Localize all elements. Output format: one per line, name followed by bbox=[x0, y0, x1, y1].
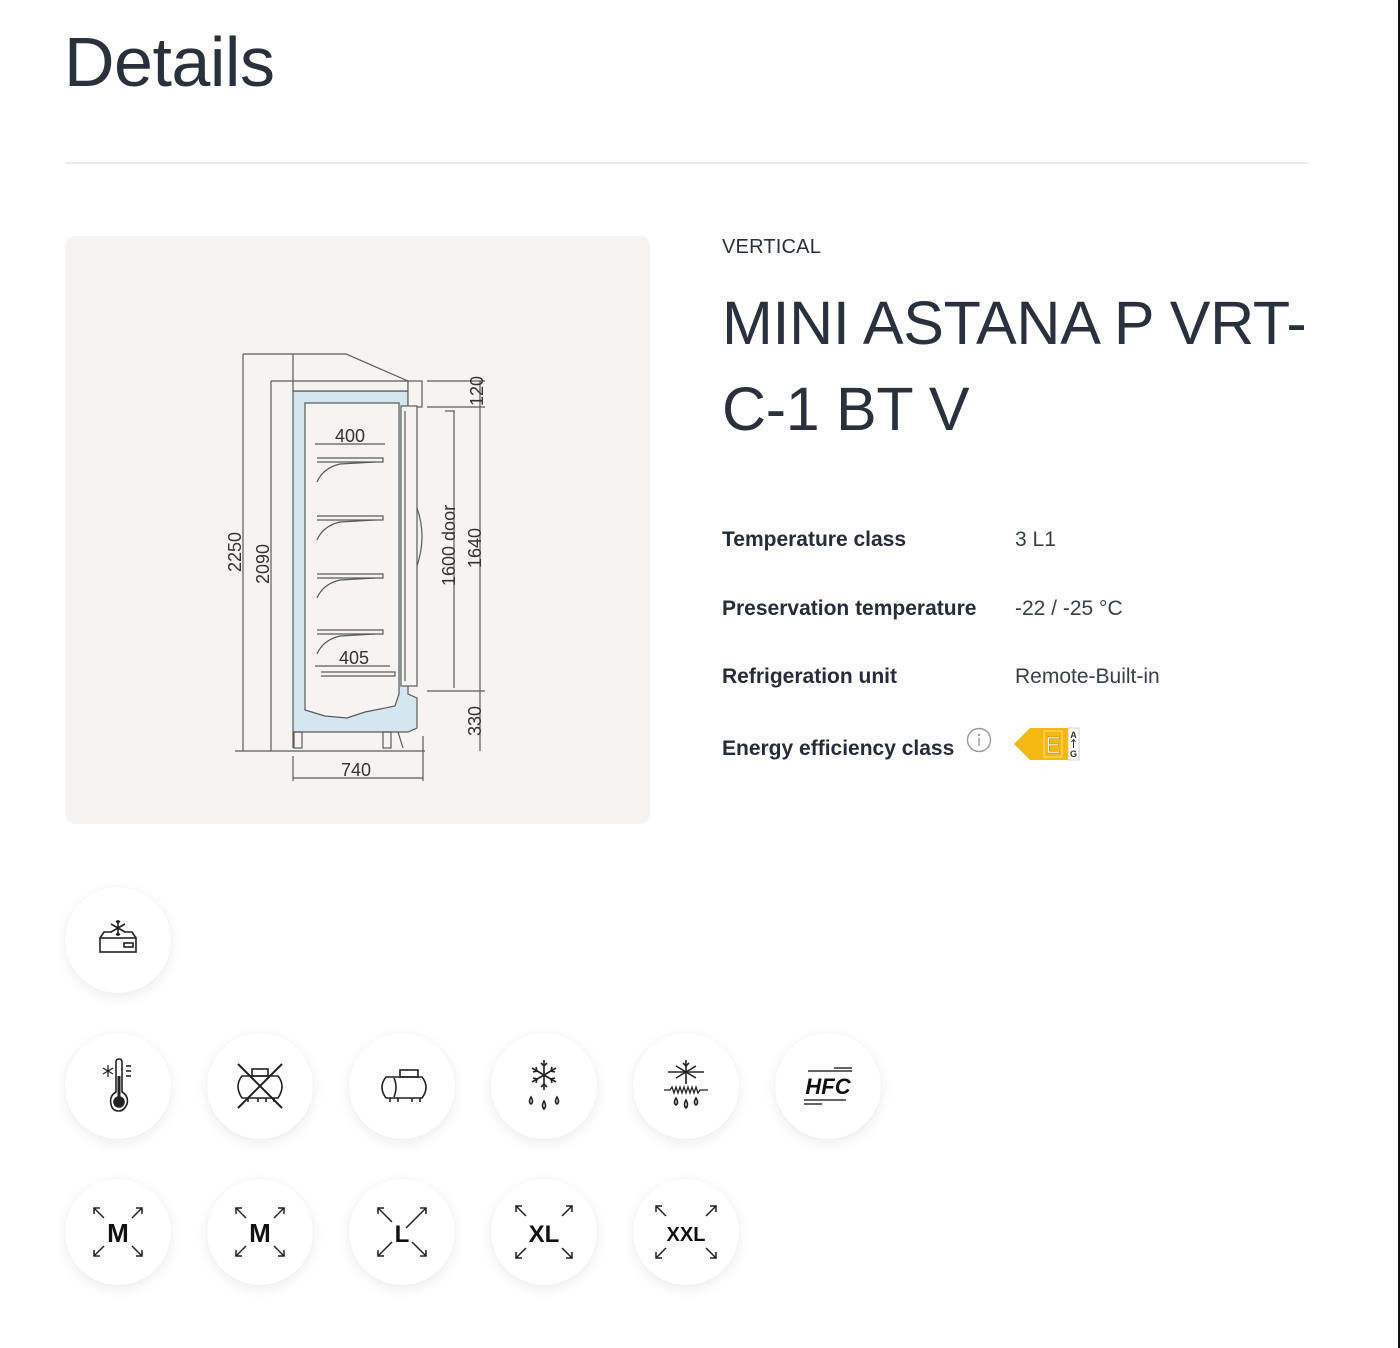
feature-tank[interactable] bbox=[349, 1033, 455, 1139]
tank-icon bbox=[381, 1069, 427, 1102]
spec-row-energy-efficiency: Energy efficiency class E A G bbox=[722, 727, 1322, 777]
plug-in-freezer-unit-icon bbox=[99, 920, 137, 953]
product-category: VERTICAL bbox=[722, 236, 822, 258]
size-label: M bbox=[249, 1218, 271, 1248]
dim-1600-door: 1600 door bbox=[439, 505, 459, 586]
dim-2250: 2250 bbox=[225, 532, 245, 572]
spec-label: Energy efficiency class bbox=[722, 737, 955, 760]
no-remote-tank-icon bbox=[237, 1063, 283, 1109]
cabinet-section-drawing: 400 405 740 2250 2090 120 1600 door 1640… bbox=[225, 353, 487, 781]
size-label: M bbox=[107, 1218, 129, 1248]
defrost-drip-icon bbox=[528, 1060, 560, 1111]
window-edge bbox=[1398, 0, 1400, 1348]
dim-740: 740 bbox=[341, 760, 371, 780]
feature-plug-in-freezer-unit[interactable] bbox=[65, 887, 171, 993]
dim-400: 400 bbox=[335, 426, 365, 446]
feature-size-m[interactable]: M bbox=[65, 1179, 171, 1285]
energy-class-letter: E bbox=[1045, 732, 1060, 758]
dim-2090: 2090 bbox=[253, 544, 273, 584]
hfc-label: HFC bbox=[805, 1074, 851, 1099]
size-label: XXL bbox=[667, 1224, 706, 1246]
scale-bottom: G bbox=[1070, 749, 1077, 759]
divider bbox=[65, 162, 1308, 164]
dim-1640: 1640 bbox=[465, 528, 485, 568]
size-l-icon: L bbox=[377, 1207, 427, 1257]
feature-hfc-refrigerant[interactable]: HFC bbox=[775, 1033, 881, 1139]
hfc-refrigerant-icon: HFC bbox=[804, 1067, 852, 1105]
spec-value: Remote-Built-in bbox=[1015, 665, 1160, 688]
defrost-heater-drip-icon bbox=[664, 1060, 708, 1110]
spec-label: Preservation temperature bbox=[722, 597, 977, 620]
spec-row-temperature-class: Temperature class 3 L1 bbox=[722, 528, 1322, 568]
spec-label: Refrigeration unit bbox=[722, 665, 898, 688]
dim-120: 120 bbox=[467, 376, 487, 406]
thermometer-low-temp-icon bbox=[102, 1058, 131, 1112]
product-title-line2: C-1 BT V bbox=[722, 375, 970, 443]
spec-row-refrigeration-unit: Refrigeration unit Remote-Built-in bbox=[722, 665, 1322, 705]
dim-405: 405 bbox=[339, 648, 369, 668]
feature-size-l[interactable]: L bbox=[349, 1179, 455, 1285]
scale-top: A bbox=[1070, 730, 1077, 740]
feature-size-m[interactable]: M bbox=[207, 1179, 313, 1285]
feature-defrost-drip[interactable] bbox=[491, 1033, 597, 1139]
info-icon[interactable] bbox=[966, 727, 992, 753]
spec-value: 3 L1 bbox=[1015, 528, 1056, 551]
product-title-line1: MINI ASTANA P VRT- bbox=[722, 289, 1307, 357]
feature-size-xxl[interactable]: XXL bbox=[633, 1179, 739, 1285]
size-m-icon: M bbox=[235, 1207, 285, 1257]
product-title: MINI ASTANA P VRT- C-1 BT V bbox=[722, 280, 1322, 452]
feature-no-remote-tank[interactable] bbox=[207, 1033, 313, 1139]
size-label: L bbox=[395, 1221, 410, 1248]
energy-class-badge[interactable]: E A G bbox=[1014, 727, 1080, 761]
size-xxl-icon: XXL bbox=[655, 1205, 717, 1259]
feature-thermometer-low-temp[interactable] bbox=[65, 1033, 171, 1139]
spec-value: -22 / -25 °C bbox=[1015, 597, 1123, 620]
dim-330: 330 bbox=[465, 706, 485, 736]
size-xl-icon: XL bbox=[515, 1205, 573, 1259]
feature-defrost-heater-drip[interactable] bbox=[633, 1033, 739, 1139]
page-title: Details bbox=[64, 23, 275, 101]
size-m-icon: M bbox=[93, 1207, 143, 1257]
size-label: XL bbox=[529, 1221, 560, 1248]
feature-size-xl[interactable]: XL bbox=[491, 1179, 597, 1285]
spec-label: Temperature class bbox=[722, 528, 907, 551]
product-drawing[interactable]: 400 405 740 2250 2090 120 1600 door 1640… bbox=[65, 236, 650, 824]
spec-row-preservation-temperature: Preservation temperature -22 / -25 °C bbox=[722, 597, 1322, 637]
